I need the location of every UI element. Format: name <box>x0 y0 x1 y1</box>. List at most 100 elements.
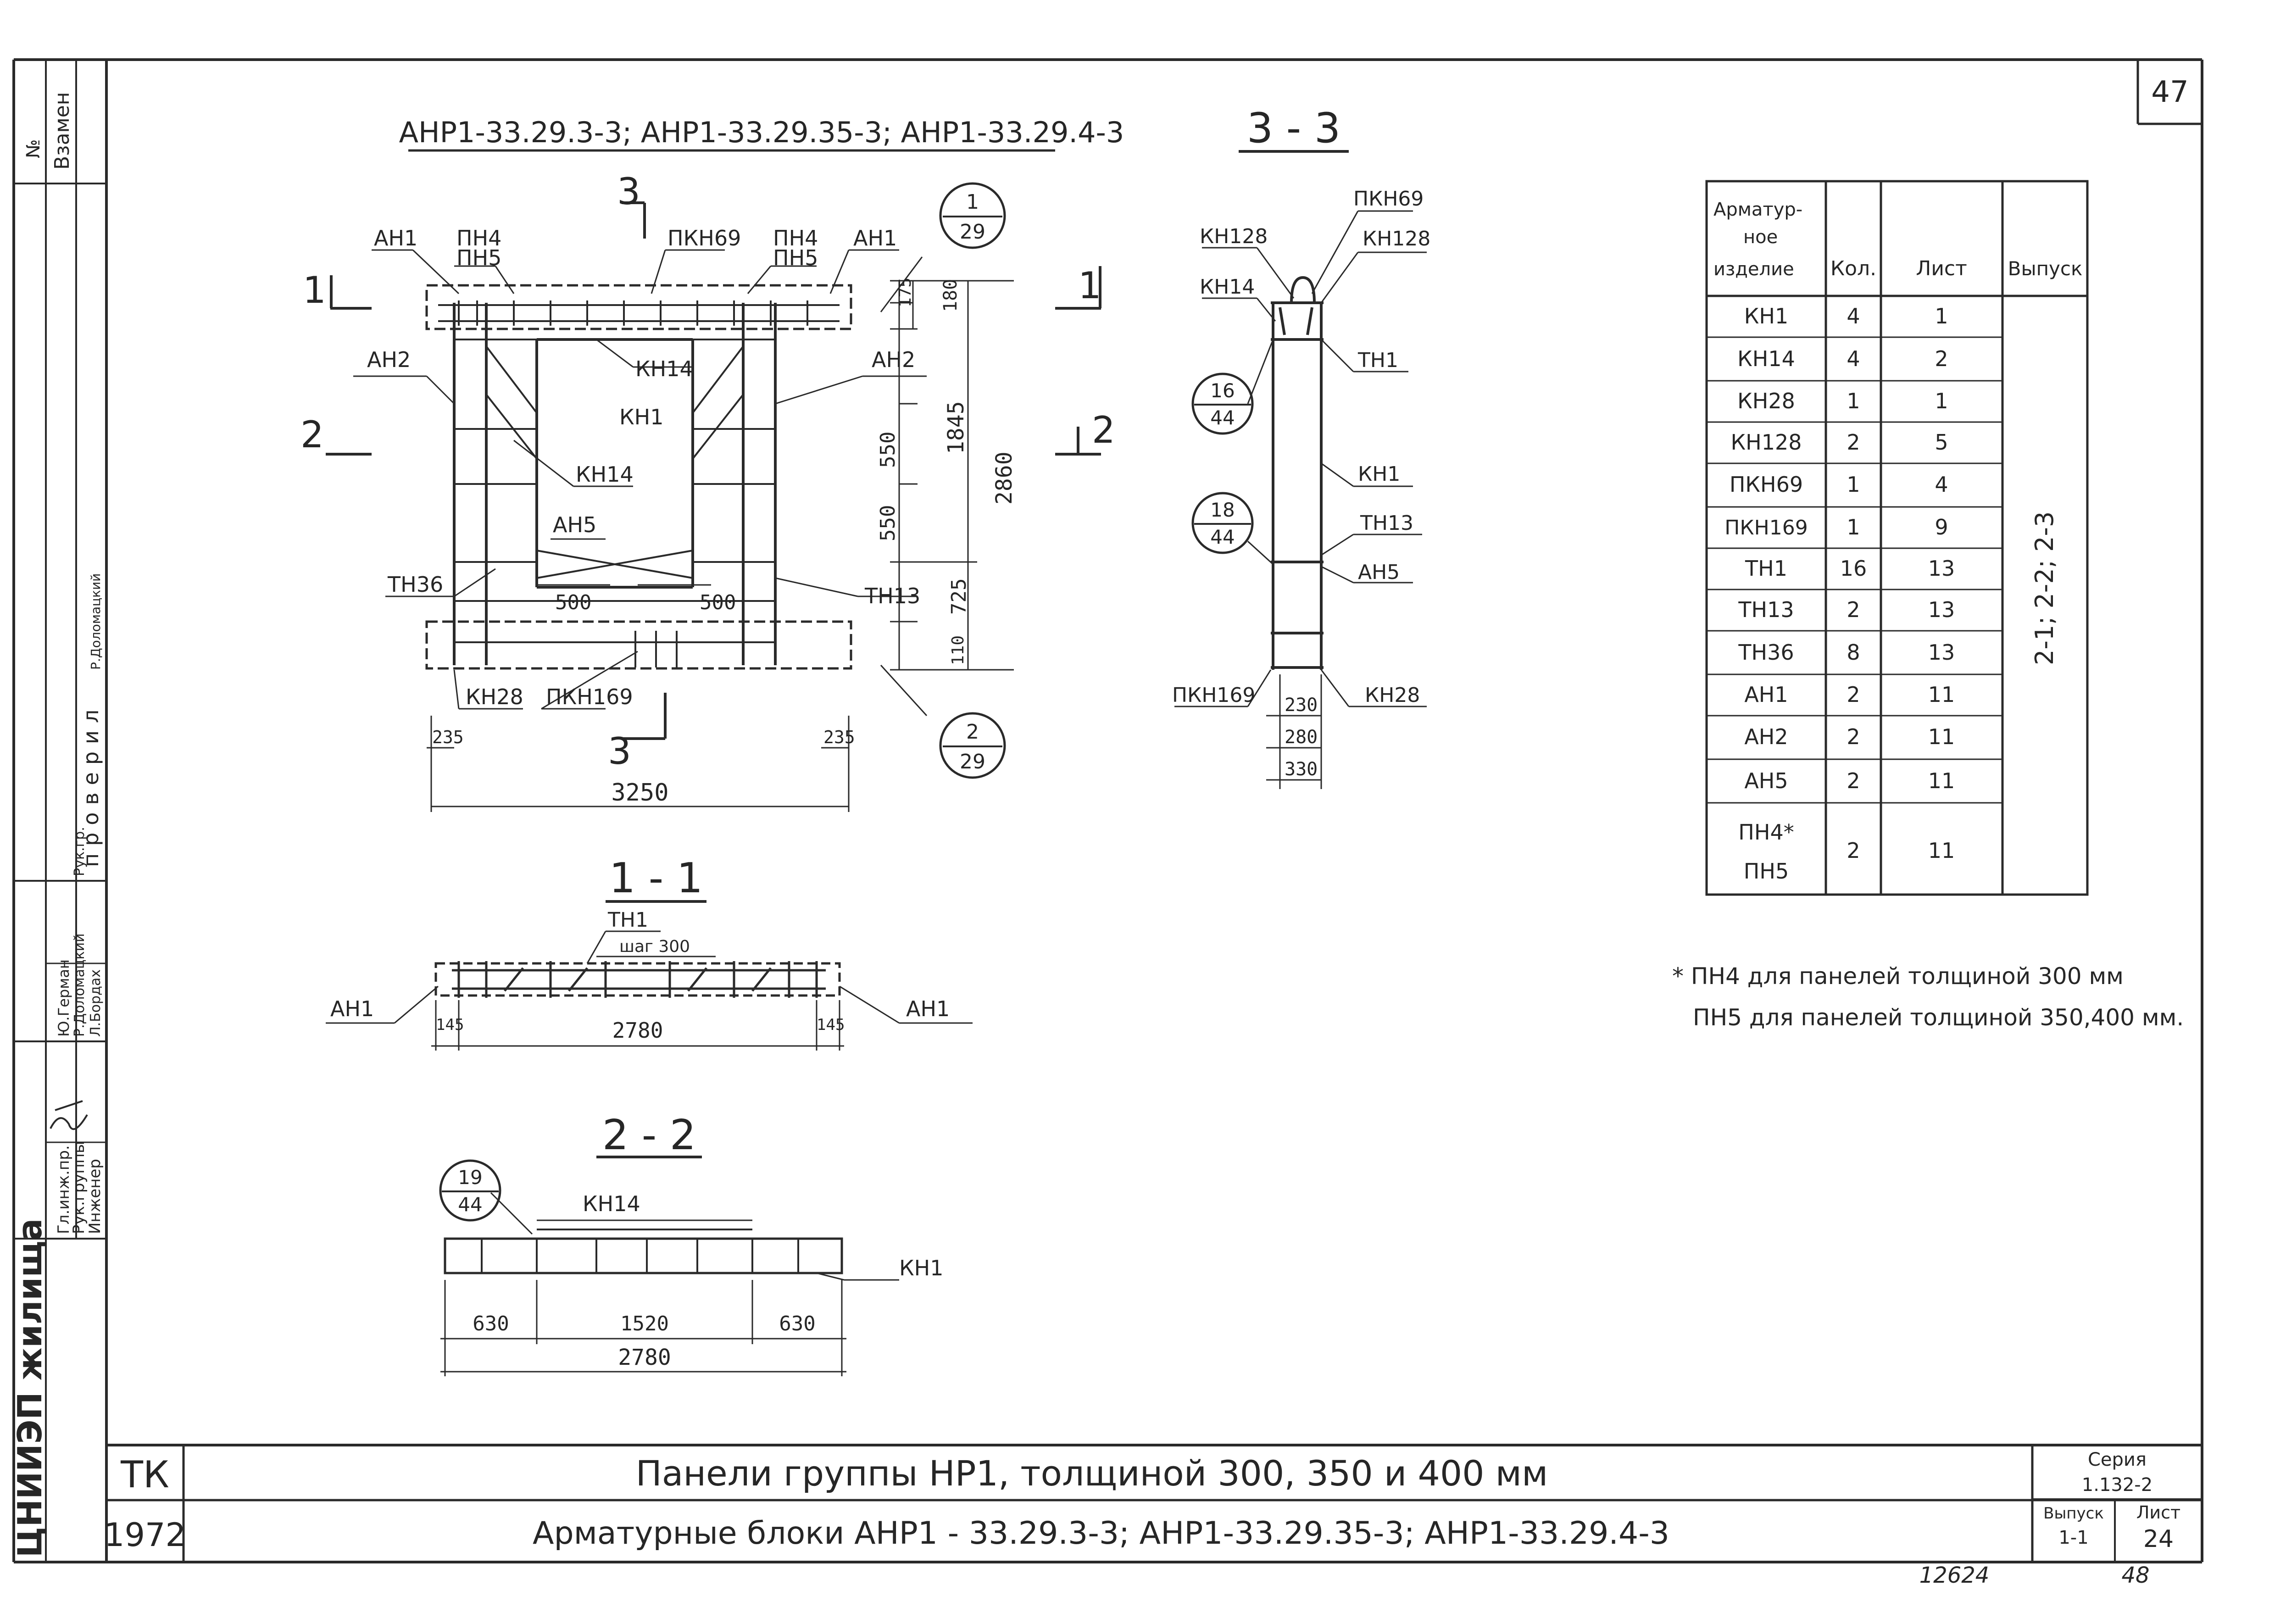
note-2: ПН5 для панелей толщиной 350,400 мм. <box>1693 1004 2184 1031</box>
label-pn5-right: ПН5 <box>773 245 818 270</box>
table-row: ПН4* ПН5 2 11 <box>1738 820 1955 884</box>
sheet-frame <box>12 58 2203 1563</box>
tb-seria: 1.132-2 <box>2082 1474 2153 1496</box>
table-row: КН1 4 1 <box>1744 304 1948 328</box>
s33-label-ah5: АН5 <box>1358 561 1400 584</box>
cut-2-left: 2 <box>300 413 324 456</box>
tb-vypusk: 1-1 <box>2058 1527 2088 1548</box>
s33-label-kn1: КН1 <box>1358 462 1400 486</box>
cell-qty: 2 <box>1847 430 1860 455</box>
table-row: ТН36 8 13 <box>1738 640 1955 665</box>
cell-item: ПКН169 <box>1724 516 1808 539</box>
bottom-note-2: 48 <box>2121 1563 2149 1588</box>
ref19-bottom: 44 <box>458 1193 482 1216</box>
cut-1-right: 1 <box>1078 264 1101 307</box>
label-kn14-lower: КН14 <box>576 462 634 487</box>
cell-qty: 2 <box>1847 768 1860 793</box>
ref18-bottom: 44 <box>1210 526 1235 548</box>
cell-sheet: 9 <box>1935 515 1948 539</box>
strip-name-2: Р.Доломацкий <box>72 934 88 1037</box>
label-pkn69: ПКН69 <box>667 226 741 250</box>
table-row: АН1 2 11 <box>1744 682 1955 707</box>
cell-sheet: 5 <box>1935 430 1948 455</box>
ref18-top: 18 <box>1210 499 1235 521</box>
cell-item: КН1 <box>1744 304 1789 328</box>
label-pkn169: ПКН169 <box>546 684 633 709</box>
dim-235-left: 235 <box>432 727 464 747</box>
strip-no: № <box>23 139 44 158</box>
cell-item: ТН36 <box>1738 640 1794 665</box>
table-row: ПКН69 1 4 <box>1730 472 1948 497</box>
tb-vypusk-label: Выпуск <box>2043 1504 2104 1523</box>
main-title: АНР1-33.29.3-3; АНР1-33.29.35-3; АНР1-33… <box>399 116 1124 149</box>
cell-item: КН128 <box>1730 430 1802 455</box>
cell-sheet: 11 <box>1928 768 1955 793</box>
cell-sheet: 11 <box>1928 682 1955 707</box>
strip-role2-1: Рук.гр. <box>72 827 88 876</box>
strip-role-1: Гл.инж.пр. <box>55 1145 73 1234</box>
section-3-3: 16 44 18 44 ПКН69 КН128 КН128 КН14 ТН1 К… <box>1172 187 1430 789</box>
cell-sheet: 2 <box>1935 346 1948 371</box>
left-strip: Взамен № проверил Гл.инж.пр. Рук.группы … <box>11 92 104 1557</box>
table-row: АН5 2 11 <box>1744 768 1955 793</box>
dim-725: 725 <box>947 578 971 615</box>
tb-line1: Панели группы НР1, толщиной 300, 350 и 4… <box>636 1453 1548 1494</box>
ref2-bottom: 29 <box>960 750 985 773</box>
s33-dim-230: 230 <box>1285 695 1318 716</box>
th-item-3: изделие <box>1713 259 1794 280</box>
s33-label-kn128-left: КН128 <box>1200 225 1268 248</box>
cell-qty: 1 <box>1847 389 1860 413</box>
ref1-bottom: 29 <box>960 220 985 244</box>
dim-3250: 3250 <box>611 779 668 806</box>
tb-seria-label: Серия <box>2088 1449 2147 1470</box>
cell-sheet: 4 <box>1935 472 1948 497</box>
cell-item: ТН1 <box>1745 556 1787 581</box>
cut-1-left: 1 <box>303 269 326 311</box>
s33-label-th1: ТН1 <box>1357 349 1398 372</box>
label-ah1-left: АН1 <box>374 226 417 250</box>
table-row: ПКН169 1 9 <box>1724 515 1948 539</box>
label-kn1: КН1 <box>619 405 664 429</box>
strip-proveril: проверил <box>78 702 103 867</box>
title-section-3-3: 3 - 3 <box>1247 104 1340 152</box>
ref2-top: 2 <box>966 720 979 744</box>
label-pn4-right: ПН4 <box>773 226 818 250</box>
cell-item: ТН13 <box>1738 597 1794 622</box>
cell-qty: 2 <box>1847 724 1860 749</box>
cell-sheet: 1 <box>1935 389 1948 413</box>
dim-1845: 1845 <box>943 401 969 454</box>
s22-dim-1520: 1520 <box>620 1312 669 1335</box>
label-ah2-left: АН2 <box>367 347 411 372</box>
cell-item-2: ПН5 <box>1744 859 1789 884</box>
dim-180: 180 <box>940 279 961 312</box>
signature-mark <box>50 1100 88 1130</box>
s11-dim-2780: 2780 <box>612 1018 663 1043</box>
cell-item: КН14 <box>1737 346 1795 371</box>
label-ah5: АН5 <box>553 512 596 537</box>
cell-qty: 2 <box>1847 682 1860 707</box>
dim-550-upper: 550 <box>876 432 900 468</box>
dim-2860: 2860 <box>991 451 1017 505</box>
s22-label-kn1: КН1 <box>899 1256 944 1280</box>
s22-dim-630-left: 630 <box>473 1312 509 1335</box>
cell-sheet: 13 <box>1928 597 1955 622</box>
cell-item: КН28 <box>1737 389 1795 413</box>
label-pn4-left: ПН4 <box>456 226 501 250</box>
dim-500-right: 500 <box>700 591 736 614</box>
s33-label-th13: ТН13 <box>1360 512 1413 535</box>
section-2-2: 19 44 КН14 КН1 630 1520 630 2780 <box>439 1159 944 1376</box>
cut-3-top: 3 <box>617 170 640 213</box>
cell-sheet: 1 <box>1935 304 1948 328</box>
s11-label-th1: ТН1 <box>607 908 648 932</box>
th-issue: Выпуск <box>2008 257 2083 280</box>
label-th36: ТН36 <box>387 572 443 597</box>
table-row: КН128 2 5 <box>1730 430 1948 455</box>
s22-dim-630-right: 630 <box>779 1312 815 1335</box>
s33-label-pkn69: ПКН69 <box>1353 187 1424 211</box>
cell-qty: 2 <box>1847 597 1860 622</box>
s33-dim-330: 330 <box>1285 759 1318 780</box>
label-ah1-right: АН1 <box>853 226 897 250</box>
table-row: КН14 4 2 <box>1737 346 1948 371</box>
section-1-1: ТН1 шаг 300 АН1 АН1 145 2780 145 <box>326 908 973 1051</box>
